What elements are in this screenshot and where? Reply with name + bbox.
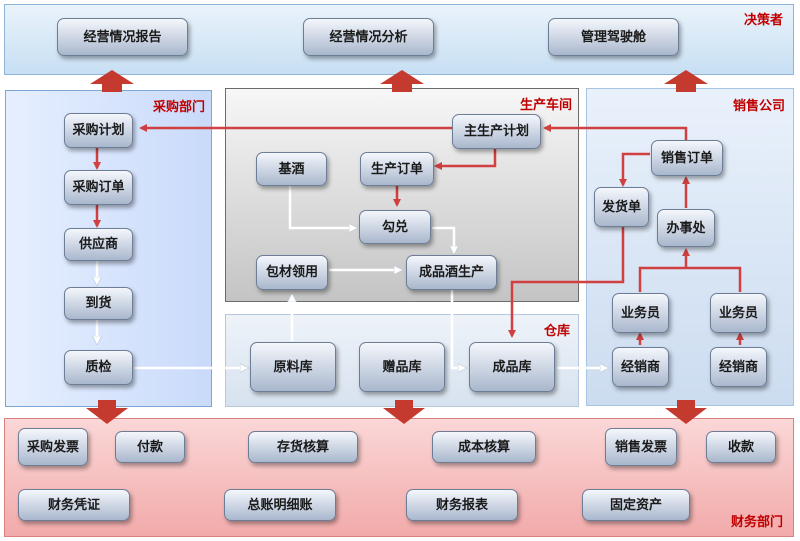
sales-order-node[interactable]: 销售订单 [651, 140, 723, 176]
arrow-master-plan-to-production-order [434, 149, 497, 170]
purchase-department-title: 采购部门 [152, 100, 205, 115]
decision-maker-title: 决策者 [743, 13, 783, 28]
production-workshop-title: 生产车间 [519, 98, 572, 113]
arrow-delivery-to-finished-store [508, 227, 625, 338]
payment-node[interactable]: 付款 [115, 431, 185, 463]
purchase-invoice-node[interactable]: 采购发票 [18, 428, 88, 466]
inventory-accounting-node[interactable]: 存货核算 [248, 431, 358, 463]
blending-node[interactable]: 勾兑 [359, 210, 431, 244]
arrow-finished-production-to-store [450, 290, 465, 368]
master-production-plan-node[interactable]: 主生产计划 [452, 114, 541, 149]
arrow-salesmen-to-office [638, 266, 742, 292]
financial-statements-node[interactable]: 财务报表 [406, 489, 518, 521]
packaging-material-node[interactable]: 包材领用 [256, 255, 328, 290]
salesman-node-2[interactable]: 业务员 [710, 293, 767, 333]
finished-goods-store-node[interactable]: 成品库 [469, 342, 555, 392]
raw-material-store-node[interactable]: 原料库 [250, 342, 336, 392]
arrow-base-liquor-to-blending [288, 185, 356, 228]
fixed-assets-node[interactable]: 固定资产 [582, 489, 690, 521]
management-cockpit-button[interactable]: 管理驾驶舱 [548, 18, 679, 56]
supplier-node[interactable]: 供应商 [64, 228, 133, 261]
arrival-node[interactable]: 到货 [64, 287, 133, 320]
arrow-blending-to-finished-production [432, 226, 454, 253]
block-arrow-sales-down [665, 400, 707, 424]
block-arrow-purchase-down [86, 400, 128, 424]
gift-store-node[interactable]: 赠品库 [359, 342, 445, 392]
dealer-node-1[interactable]: 经销商 [612, 347, 669, 387]
production-order-node[interactable]: 生产订单 [360, 152, 434, 186]
base-liquor-node[interactable]: 基酒 [256, 152, 327, 186]
operating-analysis-button[interactable]: 经营情况分析 [303, 18, 434, 56]
arrow-sales-order-to-delivery [619, 152, 650, 187]
dealer-node-2[interactable]: 经销商 [710, 347, 767, 387]
financial-voucher-node[interactable]: 财务凭证 [18, 489, 130, 521]
delivery-note-node[interactable]: 发货单 [594, 187, 649, 227]
cost-accounting-node[interactable]: 成本核算 [432, 431, 536, 463]
purchase-plan-node[interactable]: 采购计划 [64, 113, 133, 148]
receipt-node[interactable]: 收款 [706, 431, 776, 463]
purchase-order-node[interactable]: 采购订单 [64, 170, 133, 205]
inspection-node[interactable]: 质检 [64, 350, 133, 385]
block-arrow-purchase-up [90, 70, 134, 92]
block-arrow-production-up [380, 70, 424, 92]
finished-liquor-production-node[interactable]: 成品酒生产 [406, 255, 497, 290]
salesman-node-1[interactable]: 业务员 [612, 293, 669, 333]
block-arrow-sales-up [664, 70, 708, 92]
sales-invoice-node[interactable]: 销售发票 [605, 428, 677, 466]
warehouse-title: 仓库 [543, 324, 570, 339]
office-node[interactable]: 办事处 [657, 209, 715, 247]
sales-company-title: 销售公司 [732, 99, 785, 114]
operating-report-button[interactable]: 经营情况报告 [57, 18, 188, 56]
block-arrow-warehouse-down [383, 400, 425, 424]
general-ledger-node[interactable]: 总账明细账 [224, 489, 336, 521]
finance-department-title: 财务部门 [730, 515, 783, 530]
